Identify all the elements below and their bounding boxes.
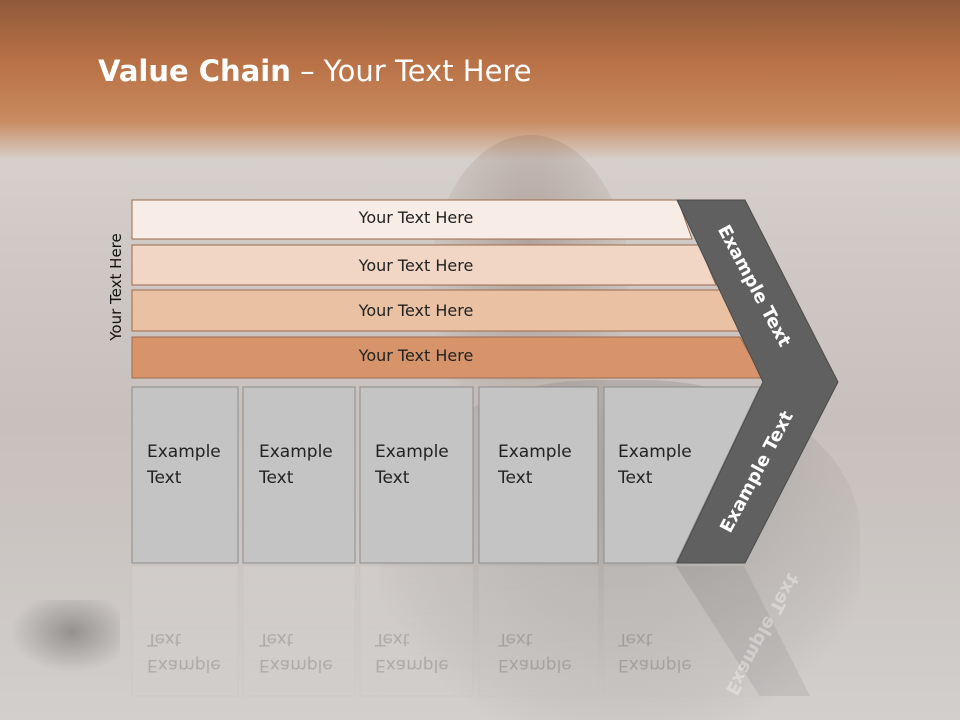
cell-1-text: Example Text <box>147 439 221 491</box>
slide-title: Value Chain – Your Text Here <box>98 54 532 88</box>
cell-1-reflection-line1: Example <box>147 655 221 675</box>
bar-3-label: Your Text Here <box>358 301 474 320</box>
cell-3-reflection-line1: Example <box>375 655 449 675</box>
cell-2-reflection-line2: Text <box>259 629 294 649</box>
cell-2-line2: Text <box>259 468 294 488</box>
cell-5-text: Example Text <box>618 439 692 491</box>
cell-5[interactable] <box>603 386 761 564</box>
bar-1[interactable] <box>131 199 693 240</box>
cell-2-reflection: Example Text <box>259 626 333 678</box>
microphone-image <box>0 600 120 680</box>
cell-4-text: Example Text <box>498 439 572 491</box>
cell-3-line1: Example <box>375 442 449 462</box>
cell-5-line1: Example <box>618 442 692 462</box>
cell-5-line2: Text <box>618 468 653 488</box>
side-label: Your Text Here <box>107 233 125 341</box>
cell-3[interactable] <box>359 386 474 564</box>
cell-3-reflection-line2: Text <box>375 629 410 649</box>
chevron-arrow[interactable] <box>676 199 839 564</box>
cell-1[interactable] <box>131 386 239 564</box>
cell-3-line2: Text <box>375 468 410 488</box>
cell-1-reflection-line2: Text <box>147 629 182 649</box>
cell-2-reflection-line1: Example <box>259 655 333 675</box>
bar-1-label: Your Text Here <box>358 208 474 227</box>
bar-4-label: Your Text Here <box>358 346 474 365</box>
cell-1-line1: Example <box>147 442 221 462</box>
cell-4-line2: Text <box>498 468 533 488</box>
bar-2[interactable] <box>131 244 717 286</box>
cell-3-text: Example Text <box>375 439 449 491</box>
cell-1-line2: Text <box>147 468 182 488</box>
bar-2-label: Your Text Here <box>358 256 474 275</box>
cell-2-text: Example Text <box>259 439 333 491</box>
title-bold: Value Chain <box>98 54 291 88</box>
diagram-reflection <box>131 565 810 697</box>
cell-2-line1: Example <box>259 442 333 462</box>
cell-5-reflection-line1: Example <box>618 655 692 675</box>
cell-4[interactable] <box>478 386 599 564</box>
cell-5-reflection: Example Text <box>618 626 692 678</box>
cell-3-reflection: Example Text <box>375 626 449 678</box>
cell-1-reflection: Example Text <box>147 626 221 678</box>
cell-4-reflection: Example Text <box>498 626 572 678</box>
title-rest: – Your Text Here <box>290 54 532 88</box>
cell-4-line1: Example <box>498 442 572 462</box>
cell-4-reflection-line1: Example <box>498 655 572 675</box>
cell-5-reflection-line2: Text <box>618 629 653 649</box>
cell-2[interactable] <box>242 386 356 564</box>
cell-4-reflection-line2: Text <box>498 629 533 649</box>
